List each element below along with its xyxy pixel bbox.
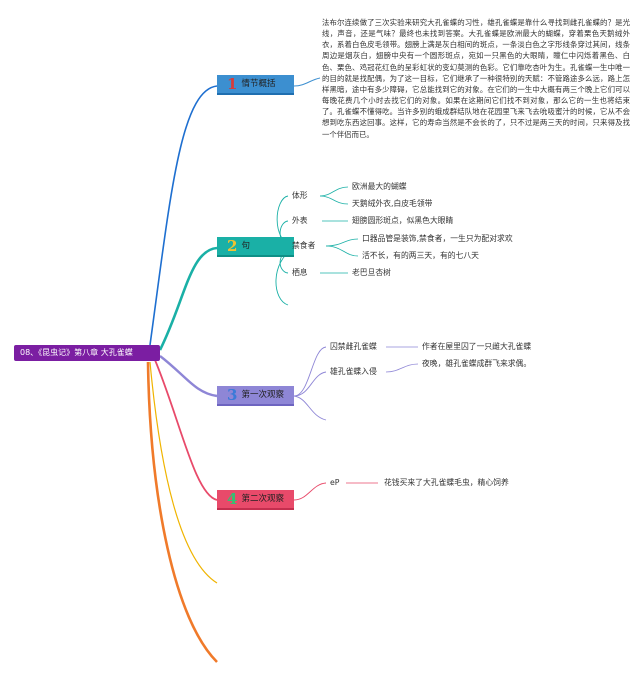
leaf-jinshi-1[interactable]: 口器品管是装饰,禁食者，一生只为配对求欢	[362, 234, 513, 243]
link-tixing-c2	[319, 195, 349, 205]
leaf-waibiao-1[interactable]: 翅膀圆形斑点，似黑色大眼睛	[352, 216, 454, 225]
branch-node-plot-summary[interactable]: 1 情节概括	[217, 75, 294, 95]
link-branch3-item1	[293, 346, 327, 397]
leaf-male-invasion-1[interactable]: 夜晚，雄孔雀蝶成群飞来求偶。	[422, 359, 532, 368]
branch-number: 2	[227, 237, 238, 255]
link-root-branch5	[149, 361, 218, 584]
link-jinshi-c1	[325, 238, 359, 247]
topic-male-invasion[interactable]: 雄孔雀蝶入侵	[330, 367, 377, 376]
leaf-imprison-female-1[interactable]: 作者在屋里囚了一只雌大孔雀蝶	[422, 342, 532, 351]
topic-imprison-female[interactable]: 囚禁雌孔雀蝶	[330, 342, 377, 351]
branch-number: 4	[227, 490, 238, 508]
leaf-ep-1[interactable]: 花钱买来了大孔雀蝶毛虫，精心饲养	[384, 478, 509, 487]
topic-waibiao[interactable]: 外表	[292, 216, 308, 225]
leaf-tixing-1[interactable]: 欧洲最大的蝴蝶	[352, 182, 407, 191]
leaf-qixi-1[interactable]: 老巴旦杏树	[352, 268, 391, 277]
topic-qixi[interactable]: 栖息	[292, 268, 308, 277]
link-b3i2-c1	[385, 363, 419, 373]
link-branch3-empty	[293, 395, 327, 421]
topic-jinshi[interactable]: 禁食者	[292, 241, 316, 250]
branch-node-first-observation[interactable]: 3 第一次观察	[217, 386, 294, 406]
branch-number: 3	[227, 386, 238, 404]
branch-node-sentences[interactable]: 2 句	[217, 237, 294, 257]
branch-number: 1	[227, 75, 238, 93]
leaf-jinshi-2[interactable]: 活不长，有的两三天，有的七八天	[362, 251, 479, 260]
branch-label: 情节概括	[241, 79, 276, 89]
branch-label: 句	[241, 241, 250, 251]
topic-ep[interactable]: eP	[330, 478, 340, 487]
link-branch4-item1	[293, 482, 327, 501]
branch-label: 第二次观察	[241, 494, 284, 504]
topic-tixing[interactable]: 体形	[292, 191, 308, 200]
link-tixing-c1	[319, 186, 349, 197]
link-root-branch3	[159, 355, 218, 398]
leaf-tixing-2[interactable]: 天鹅绒外衣,白皮毛领带	[352, 199, 433, 208]
link-branch1-paragraph	[293, 77, 321, 87]
link-root-branch4	[154, 359, 218, 501]
branch-node-second-observation[interactable]: 4 第二次观察	[217, 490, 294, 510]
link-root-branch6	[146, 361, 218, 663]
root-label: 08、《昆虫记》第八章 大孔雀蝶	[20, 348, 133, 357]
root-node[interactable]: 08、《昆虫记》第八章 大孔雀蝶	[14, 345, 160, 361]
link-root-branch1	[149, 85, 218, 346]
link-jinshi-c2	[325, 245, 359, 257]
plot-summary-text: 法布尔连续做了三次实验来研究大孔雀蝶的习性，雄孔雀蝶是靠什么寻找到雌孔雀蝶的？是…	[322, 18, 630, 139]
branch-label: 第一次观察	[241, 390, 284, 400]
link-branch3-item2	[293, 371, 327, 397]
link-root-branch2	[158, 246, 218, 351]
